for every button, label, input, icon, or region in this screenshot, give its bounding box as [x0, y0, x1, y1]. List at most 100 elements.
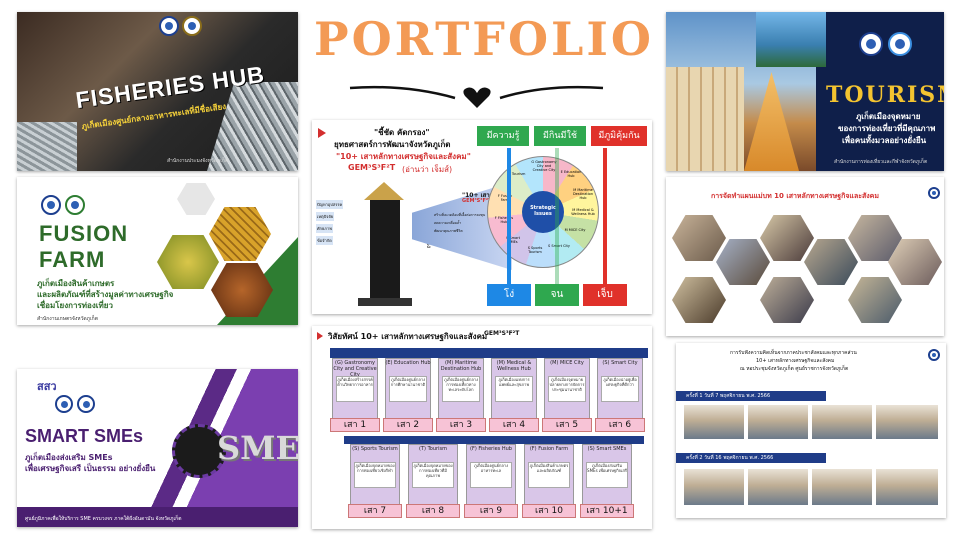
- left-item: ศักยภาพ: [316, 224, 333, 233]
- session1-photo: [812, 405, 872, 439]
- wheel-segment-label: M Maritime Destination Hub: [572, 188, 594, 200]
- pillar-body: ภูเก็ตเมืองจุดหมายของการท่องเที่ยวที่มีค…: [412, 462, 454, 488]
- pillar-body: ภูเก็ตเมืองสินค้าเกษตรและผลิตภัณฑ์: [528, 462, 570, 488]
- smes-title: SMART SMEs: [25, 426, 144, 446]
- heart-divider-icon: [349, 85, 604, 108]
- pillar-body: ภูเก็ตเมืองศูนย์กลางการท่องเที่ยวทางทะเล…: [442, 376, 480, 402]
- pillars-card[interactable]: วิสัยทัศน์ 10+ เสาหลักทางเศรษฐกิจและสังค…: [312, 326, 652, 529]
- outline-hex: [177, 183, 215, 215]
- strategy-gem: GEM³S³F²T: [348, 163, 396, 172]
- ten-plus-label: "10+ เสาหลัก": [462, 192, 505, 199]
- tourism-line1: ภูเก็ตเมืองจุดหมาย: [856, 112, 921, 121]
- bottom-box: จน: [535, 284, 579, 306]
- left-item: ปัญหาอุปสรรค: [316, 200, 344, 209]
- pillar-head: (M) MICE City: [550, 360, 584, 366]
- session2-photo: [748, 469, 808, 505]
- smes-line1: ภูเก็ตเมืองส่งเสริม SMEs: [25, 453, 113, 462]
- pillar-foot: เสา 10+1: [580, 504, 634, 518]
- pillars-gem: GEM³S³F²T: [484, 330, 520, 337]
- hearing-line2: 10+ เสาหลักทางเศรษฐกิจและสังคม: [756, 358, 835, 364]
- pillar-foot: เสา 7: [348, 504, 402, 518]
- meeting-photo-hex: [672, 215, 726, 261]
- hearing-line1: การรับฟังความคิดเห็นจากภาคประชาสังคมและท…: [730, 350, 857, 356]
- session-banner: [676, 453, 826, 463]
- fish-pile-left: [17, 122, 77, 171]
- funnel-item: พัฒนาคุณภาพชีวิต: [434, 229, 463, 233]
- session1-label: ครั้งที่ 1 วันที่ 7 พฤศจิกายน พ.ศ. 2566: [686, 393, 771, 399]
- pillar-foot: เสา 8: [406, 504, 460, 518]
- wheel-segment-label: T Tourism: [508, 172, 526, 176]
- left-items-list: ปัญหาอุปสรรค เหตุปัจจัย ศักยภาพ ข้อจำกัด: [316, 200, 346, 250]
- tourism-card[interactable]: TOURISM ภูเก็ตเมืองจุดหมาย ของการท่องเที…: [666, 12, 944, 171]
- funnel-item: สร้างสิ่งแวดล้อมที่เอื้อต่อการลงทุน: [434, 213, 486, 217]
- meeting-photo-hex: [760, 277, 814, 323]
- wheel-center: [522, 191, 564, 233]
- strategy-diagram-card[interactable]: "ชี้ชัด คัดกรอง" ยุทธศาสตร์การพัฒนาจังหว…: [312, 120, 652, 314]
- fusion-line2: และผลิตภัณฑ์ที่สร้างมูลค่าทางเศรษฐกิจ: [37, 290, 174, 299]
- seal-icon: [888, 32, 912, 56]
- wheel-center-label: Strategic Issues: [530, 205, 556, 217]
- pillar-head: (S) Smart SMEs: [587, 446, 627, 452]
- pillar-foot: เสา 2: [383, 418, 433, 432]
- wheel-segment-label: F Fusion Farm: [497, 194, 513, 202]
- pillar-foot: เสา 10: [522, 504, 576, 518]
- meeting-photo-hex: [804, 239, 858, 285]
- fusion-line1: ภูเก็ตเมืองสินค้าเกษตร: [37, 279, 115, 288]
- smes-org: ศูนย์ภูมิภาคเพื่อให้บริการ SME ครบวงจร ภ…: [25, 516, 182, 522]
- arrow-up-icon: [555, 148, 559, 284]
- durian-hex-image: [157, 235, 219, 289]
- top-box: มีกินมีใช้: [534, 126, 586, 146]
- pillars-roof-row1: [330, 348, 648, 358]
- tourism-photo-coast: [756, 12, 826, 67]
- pillar-foot: เสา 1: [330, 418, 380, 432]
- tourism-title: TOURISM: [826, 82, 944, 108]
- seal-icon: [928, 349, 940, 361]
- meeting-photo-hex: [672, 277, 726, 323]
- tourism-line3: เพื่อคนทั้งมวลอย่างยั่งยืน: [842, 136, 927, 145]
- seal-icon: [859, 32, 883, 56]
- pillar-head: (M) Maritime Destination Hub: [440, 360, 482, 372]
- bottom-box: โง่: [487, 284, 531, 306]
- pillar-head: (T) Tourism: [419, 446, 447, 452]
- fisheries-org: สำนักงานประมงจังหวัดภูเก็ต: [167, 158, 229, 164]
- bottom-box: เจ็บ: [583, 284, 627, 306]
- pillar-foot: เสา 3: [436, 418, 486, 432]
- tourism-org: สำนักงานการท่องเที่ยวและกีฬาจังหวัดภูเก็…: [834, 159, 928, 165]
- seal-icon: [55, 395, 73, 413]
- pillar-head: (G) Gastronomy City and Creative City: [333, 360, 377, 378]
- left-item: ข้อจำกัด: [316, 236, 333, 245]
- tourism-photo-shophouse: [666, 67, 744, 171]
- sme-badge: สสว: [37, 380, 57, 393]
- hearing-line3: ณ หอประชุมจังหวัดภูเก็ต ศูนย์ราชการจังหว…: [740, 366, 849, 372]
- session1-photo: [684, 405, 744, 439]
- pillars-roof-row2: [344, 436, 644, 444]
- masterplan-card[interactable]: การจัดทำแผนแม่บท 10 เสาหลักทางเศรษฐกิจแล…: [666, 177, 944, 336]
- strategy-headline: ยุทธศาสตร์การพัฒนาจังหวัดภูเก็ต: [334, 140, 451, 149]
- tower-body: [370, 200, 400, 300]
- wheel-segment-label: F Fisheries Hub: [494, 216, 514, 224]
- pineapple-hex-image: [209, 207, 271, 261]
- wheel-segment-label: E Education Hub: [560, 170, 582, 178]
- seal-icon: [928, 187, 940, 199]
- wheel-segment-label: S Smart SMEs: [506, 236, 520, 244]
- purple-bottom: [17, 507, 298, 527]
- fisheries-hub-card[interactable]: FISHERIES HUB ภูเก็ตเมืองศูนย์กลางอาหารท…: [17, 12, 298, 171]
- seal-icon: [77, 395, 95, 413]
- pillar-body: ภูเก็ตเมืองสร้างสรรค์ด้านวิทยาการอาหาร: [336, 376, 374, 402]
- portfolio-title: PORTFOLIO: [314, 12, 654, 66]
- pillar-body: ภูเก็ตเมืองน่าอยู่เพื่อเศรษฐกิจที่ดีกว่า: [601, 376, 639, 402]
- tower-icon: [364, 182, 404, 200]
- wheel-segment-label: S Sports Tourism: [527, 246, 543, 254]
- smart-smes-card[interactable]: สสว SMART SMEs ภูเก็ตเมืองส่งเสริม SMEs …: [17, 369, 298, 527]
- wheel-segment-label: M MICE City: [564, 228, 586, 232]
- pillar-body: ภูเก็ตเมืองแห่งการแพทย์และสุขภาพ: [495, 376, 533, 402]
- gem-small-label: GEM³S³F²T: [462, 198, 492, 204]
- fusion-org: สำนักงานเกษตรจังหวัดภูเก็ต: [37, 316, 98, 322]
- red-chevron-icon: [318, 128, 326, 138]
- public-hearing-card[interactable]: การรับฟังความคิดเห็นจากภาคประชาสังคมและท…: [676, 343, 946, 518]
- fusion-farm-card[interactable]: FUSION FARM ภูเก็ตเมืองสินค้าเกษตร และผล…: [17, 177, 298, 325]
- meeting-photo-hex: [716, 239, 770, 285]
- arrow-up-icon: [507, 148, 511, 284]
- pillar-head: (F) Fusion Farm: [529, 446, 569, 452]
